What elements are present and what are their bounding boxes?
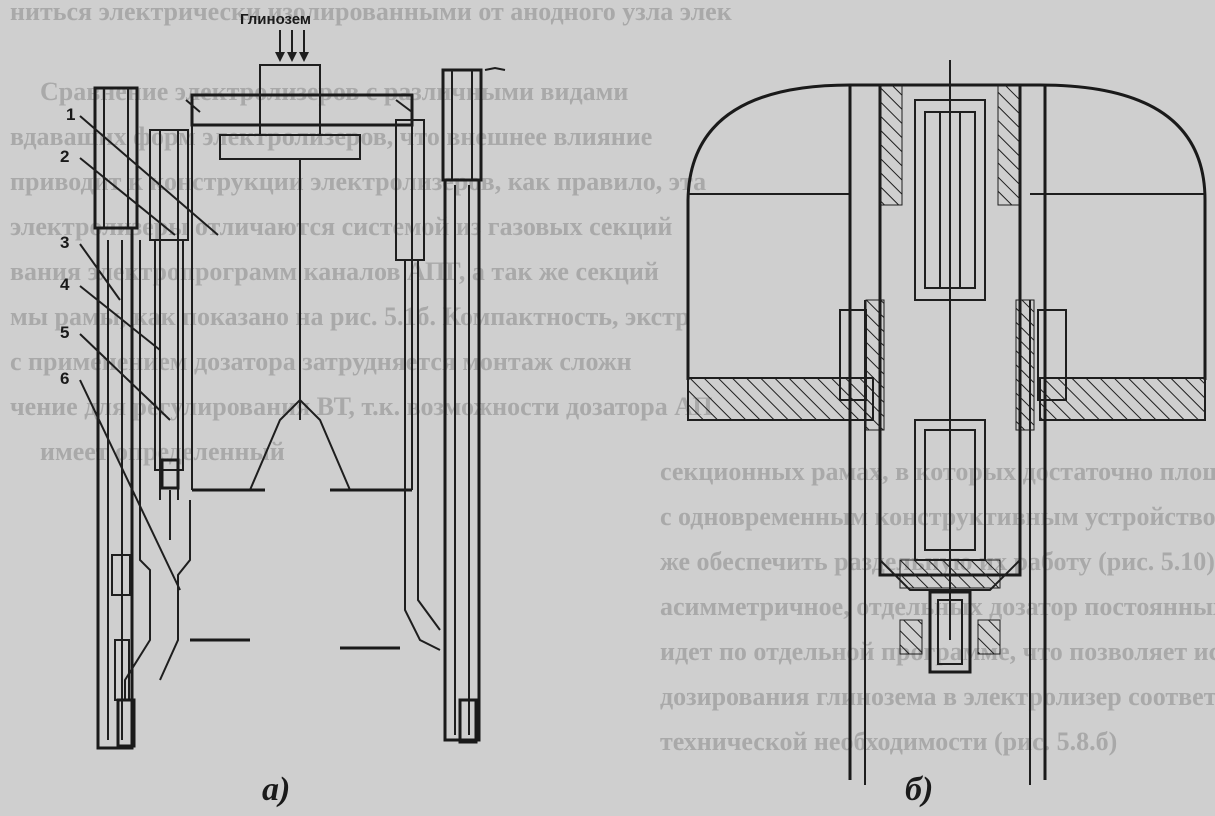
upper-piston [914,99,986,301]
dome [686,83,1207,380]
diagram-b: б) [686,60,1207,808]
bottom-nut [928,590,972,674]
bg-line-0: ниться электрически изолированными от ан… [10,0,732,26]
part-label-4: 4 [60,275,70,294]
bg-line-10: секционных рамах, в которых достаточно п… [660,457,1215,486]
alumina-label: Глинозем [240,11,311,28]
part-label-6: 6 [60,369,69,388]
caption-a: а) [262,771,290,808]
bg-line-7: с применением дозатора затрудняется монт… [10,347,632,376]
bg-line-15: дозирования глинозема в электролизер соо… [660,682,1215,711]
part-label-2: 2 [60,147,69,166]
caption-b: б) [905,771,933,808]
hopper [190,64,414,492]
feed-arrows [275,30,309,62]
right-column [441,66,506,744]
bg-line-8: чение для регулирования ВТ, т.к. возможн… [10,392,713,421]
bg-line-2: вдаваших форм электролизеров, что внешне… [10,122,652,151]
bg-line-6: мы рамы, как показано на рис. 5.1б. Комп… [10,302,690,331]
leader-lines [79,115,219,591]
right-dosing-column [395,99,441,651]
part-label-5: 5 [60,323,69,342]
bg-line-16: технической необходимости (рис. 5.8.б) [660,727,1117,756]
part-label-3: 3 [60,233,69,252]
middle-column [149,99,201,540]
part-numbers: 1 2 3 4 5 6 [60,105,75,388]
bg-line-3: приводит к конструкции электролизеров, к… [10,167,706,196]
right-plate [1039,377,1206,421]
bg-line-5: вания электропрограмм каналов АПГ, а так… [10,257,659,286]
bg-line-11: с одновременным конструктивным устройств… [660,502,1215,531]
part-label-1: 1 [66,105,75,124]
diagram-a: Глинозем [60,11,506,808]
